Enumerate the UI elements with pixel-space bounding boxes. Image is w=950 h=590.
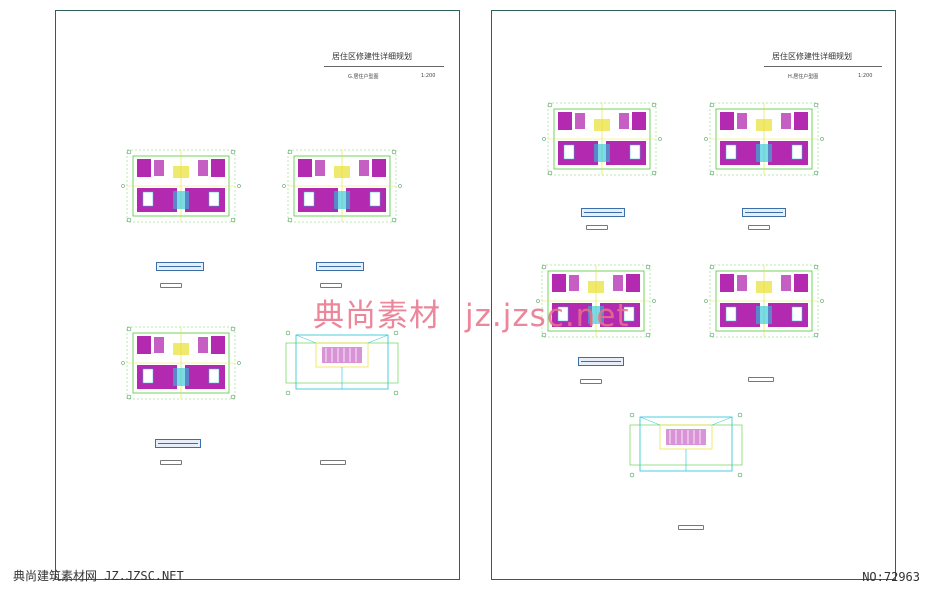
plan-label-5 [742, 208, 786, 217]
drawing-sheet-left: 居住区修建性详细规划 G.居住户型图 1:200 [55, 10, 460, 580]
roof-plan-1 [285, 330, 399, 396]
plan-ref-6 [748, 225, 770, 230]
drawing-sheet-right: 居住区修建性详细规划 H.居住户型图 1:200 [491, 10, 896, 580]
floor-plan-3 [121, 326, 241, 400]
plan-ref-4 [320, 460, 346, 465]
floor-plan-5 [704, 102, 824, 176]
sheet-subtitle: G.居住户型图 [348, 74, 379, 80]
plan-label-3 [155, 439, 201, 448]
plan-ref-7 [580, 379, 602, 384]
footer-site-name: 典尚建筑素材网 JZ.JZSC.NET [13, 569, 184, 583]
sheet-scale: 1:200 [858, 73, 873, 79]
footer-number: NO:72963 [862, 570, 920, 584]
watermark-chinese: 典尚素材 [313, 298, 441, 334]
title-underline [764, 66, 882, 67]
plan-ref-9 [678, 525, 704, 530]
floor-plan-4 [542, 102, 662, 176]
plan-label-1 [156, 262, 204, 271]
plan-ref-1 [160, 283, 182, 288]
floor-plan-7 [704, 264, 824, 338]
sheet-scale: 1:200 [421, 73, 436, 79]
plan-label-2 [316, 262, 364, 271]
roof-plan-2 [629, 412, 743, 478]
title-underline [324, 66, 444, 67]
floor-plan-2 [282, 149, 402, 223]
floor-plan-1 [121, 149, 241, 223]
sheet-title: 居住区修建性详细规划 [332, 52, 412, 61]
plan-ref-8 [748, 377, 774, 382]
sheet-title: 居住区修建性详细规划 [772, 52, 852, 61]
plan-ref-2 [320, 283, 342, 288]
plan-ref-3 [160, 460, 182, 465]
watermark-latin: jz.jzsc.net [465, 298, 630, 334]
watermark: 典尚素材 jz.jzsc.net [313, 290, 630, 335]
plan-label-6 [578, 357, 624, 366]
plan-ref-5 [586, 225, 608, 230]
plan-label-4 [581, 208, 625, 217]
sheet-subtitle: H.居住户型图 [788, 74, 819, 80]
